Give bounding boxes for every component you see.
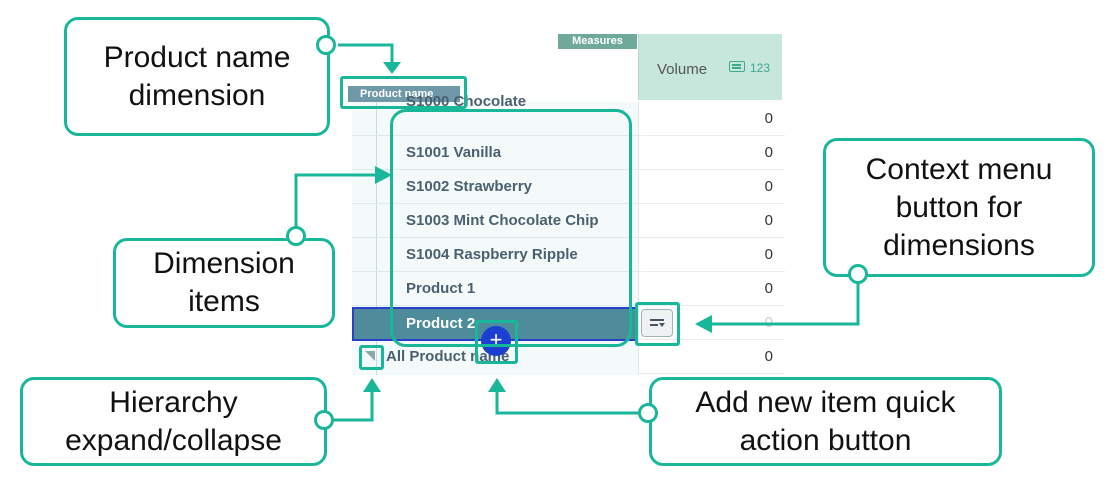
callout-context-menu: Context menu button for dimensions [823,138,1095,277]
dimension-item-row[interactable]: S1004 Raspberry Ripple [352,238,638,272]
measures-tab[interactable]: Measures [558,34,637,49]
callout-line: dimension [128,78,266,112]
volume-cell[interactable]: 0 [639,102,785,136]
highlight-dimension-items [390,109,632,347]
callout-line: expand/collapse [65,423,282,457]
selected-row-label: Product 2 [406,315,476,332]
keyboard-icon [729,61,745,72]
callout-dot [316,35,336,55]
dimension-item-label: S1002 Strawberry [406,178,532,195]
highlight-context-button [635,302,680,346]
callout-line: Product name [103,40,291,74]
callout-dot [314,410,334,430]
callout-add-new-item: Add new item quick action button [649,377,1002,466]
callout-line: Add new item quick [695,385,956,419]
volume-cell[interactable]: 0 [639,204,785,238]
product-name-dimension-chip[interactable]: Product name [348,86,460,102]
dimension-item-label: S1004 Raspberry Ripple [406,246,578,263]
callout-line: Dimension [153,247,295,280]
dimension-item-label: S1001 Vanilla [406,144,502,161]
volume-column-header[interactable]: Volume 123 [638,34,782,100]
volume-values-column: 0 0 0 0 0 0 0 0 [638,102,785,375]
volume-cell[interactable]: 0 [639,238,785,272]
volume-cell[interactable]: 0 [639,272,785,306]
callout-dimension-items: Dimension items [113,238,335,328]
dimension-item-row[interactable]: Product 1 [352,272,638,306]
callout-dot [638,403,658,423]
dimension-item-label: Product 1 [406,280,476,297]
number-format-indicator: 123 [750,61,771,75]
highlight-plus-button [475,320,518,364]
context-menu-button[interactable] [641,309,673,337]
dimension-item-row[interactable]: S1002 Strawberry [352,170,638,204]
callout-line: Hierarchy [109,385,238,419]
collapse-triangle-icon[interactable] [365,351,375,361]
callout-line: items [188,285,260,318]
dimension-item-row[interactable]: S1001 Vanilla [352,136,638,170]
callout-line: action button [739,423,912,457]
dimension-item-label: S1003 Mint Chocolate Chip [406,212,599,229]
menu-lines-icon [650,319,664,321]
callout-dot [286,226,306,246]
callout-line: Context menu [865,152,1053,186]
volume-cell[interactable]: 0 [639,136,785,170]
dimension-item-row[interactable]: S1003 Mint Chocolate Chip [352,204,638,238]
volume-cell-total[interactable]: 0 [639,340,785,374]
hierarchy-indent-line [376,102,377,375]
callout-hierarchy: Hierarchy expand/collapse [20,377,327,466]
dropdown-triangle-icon [659,323,665,327]
volume-label: Volume [657,61,708,78]
volume-cell[interactable]: 0 [639,170,785,204]
highlight-dimension-chip [340,76,467,109]
callout-line: dimensions [883,228,1035,262]
highlight-hierarchy-toggle [359,345,384,370]
callout-dot [848,264,868,284]
all-product-name-label[interactable]: All Product name [386,348,510,365]
callout-product-name-dimension: Product name dimension [64,17,330,136]
callout-line: button for [895,190,1023,224]
menu-lines-icon-short [650,324,658,326]
